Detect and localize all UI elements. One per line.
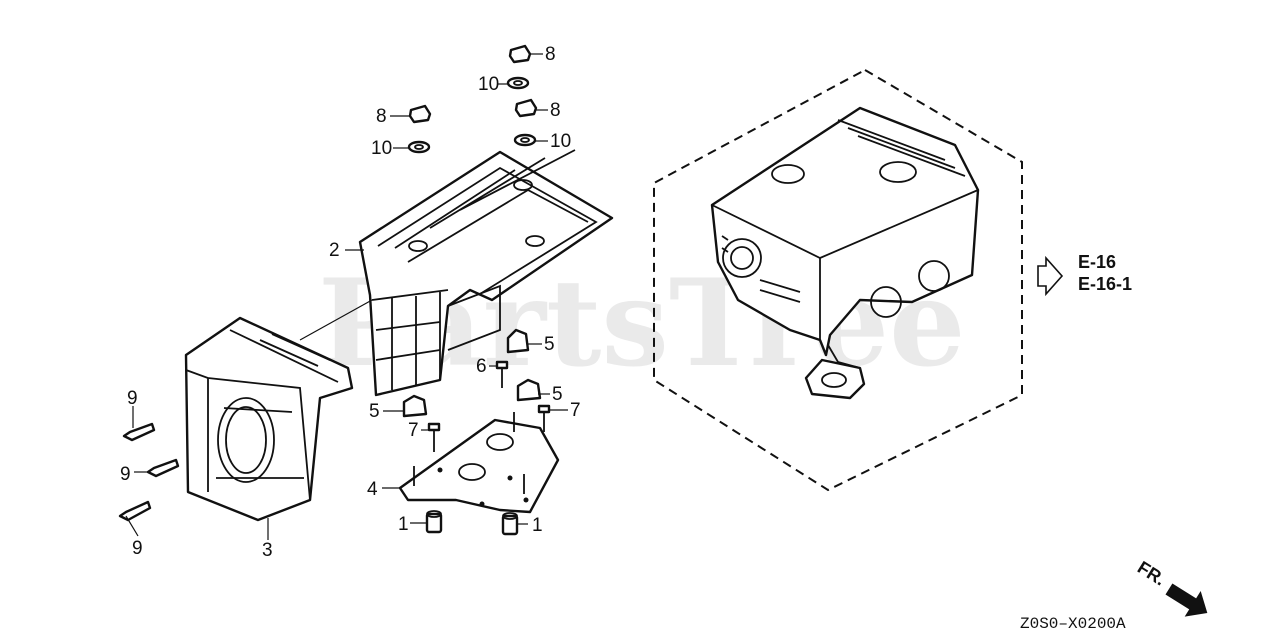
callout-7: 7 — [408, 420, 419, 441]
washer-icon — [513, 133, 537, 147]
callout-10: 10 — [478, 74, 499, 95]
reference-label-1: E-16 — [1078, 252, 1116, 272]
diagram-code: Z0S0–X0200A — [1020, 615, 1126, 633]
collar-icon — [501, 512, 519, 536]
callout-10: 10 — [550, 131, 571, 152]
screw-icon — [537, 404, 551, 432]
callout-9: 9 — [132, 538, 143, 559]
washer-icon — [407, 140, 431, 154]
callout-8: 8 — [550, 100, 561, 121]
callout-1: 1 — [398, 514, 409, 535]
leader-lines — [125, 53, 568, 540]
callout-9: 9 — [127, 388, 138, 409]
part-callouts: 8 10 8 8 10 10 2 5 6 5 5 7 7 9 9 9 4 1 1… — [120, 44, 581, 561]
callout-5: 5 — [369, 401, 380, 422]
bolt-icon — [122, 422, 156, 442]
callout-1: 1 — [532, 515, 543, 536]
engine-illustration — [710, 106, 980, 400]
nut-icon — [508, 44, 532, 64]
callout-4: 4 — [367, 479, 378, 500]
stud-icon — [413, 412, 525, 494]
reference-link[interactable]: E-16 E-16-1 — [1037, 252, 1132, 297]
callout-5: 5 — [552, 384, 563, 405]
front-label: FR. — [1134, 557, 1169, 589]
callout-2: 2 — [329, 240, 340, 261]
callout-5: 5 — [544, 334, 555, 355]
front-direction-indicator: FR. — [1134, 557, 1208, 617]
engine-dashed-outline — [653, 68, 1023, 492]
rubber-mount-icon — [402, 394, 428, 418]
callout-6: 6 — [476, 356, 487, 377]
callout-7: 7 — [570, 400, 581, 421]
solid-arrow-icon — [1165, 583, 1208, 617]
rubber-mount-icon — [506, 328, 530, 354]
callout-8: 8 — [376, 106, 387, 127]
nut-icon — [514, 98, 538, 118]
base-plate-part-4 — [398, 418, 560, 514]
callout-9: 9 — [120, 464, 131, 485]
hollow-right-arrow-icon — [1037, 255, 1064, 297]
callout-3: 3 — [262, 540, 273, 561]
engine-assembly-reference — [653, 68, 1023, 492]
callout-10: 10 — [371, 138, 392, 159]
callout-8: 8 — [545, 44, 556, 65]
reference-label-2: E-16-1 — [1078, 274, 1132, 294]
washer-icon — [506, 76, 530, 90]
rubber-mount-icon — [516, 378, 542, 402]
bolt-icon — [146, 458, 180, 478]
screw-icon — [427, 422, 441, 452]
frame-part-2 — [358, 149, 614, 397]
nut-icon — [408, 104, 432, 124]
bolt-icon — [118, 500, 152, 522]
collar-icon — [425, 510, 443, 534]
bracket-part-3 — [184, 316, 354, 522]
screw-icon — [495, 360, 509, 388]
